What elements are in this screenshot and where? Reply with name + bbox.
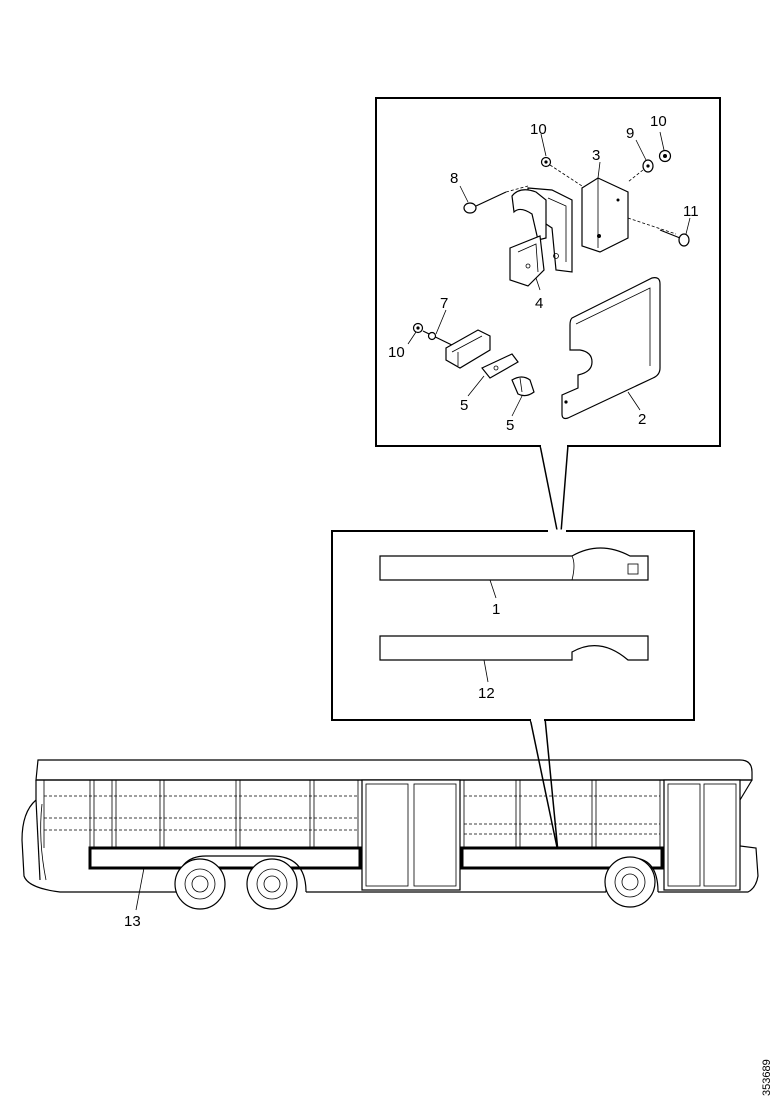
leader-lines-top bbox=[407, 131, 691, 417]
callout-3: 3 bbox=[592, 147, 600, 164]
part-screw-8 bbox=[463, 185, 529, 214]
callout-1: 1 bbox=[492, 601, 500, 618]
part-clip-7 bbox=[427, 329, 491, 369]
callout-pointer-lower bbox=[529, 717, 559, 853]
callout-4: 4 bbox=[535, 295, 543, 312]
bus-front-door bbox=[663, 779, 741, 891]
callout-9: 9 bbox=[626, 125, 634, 142]
callout-13: 13 bbox=[124, 913, 141, 930]
detail-frame-bracket: 10 3 9 10 8 11 4 7 10 5 5 2 bbox=[375, 97, 721, 448]
figure-reference: 353689 bbox=[761, 1059, 773, 1096]
part-skirt-strip-1 bbox=[379, 547, 649, 581]
callout-2: 2 bbox=[638, 411, 646, 428]
part-bracket-plate bbox=[581, 177, 629, 253]
part-washer-9 bbox=[642, 159, 654, 173]
detail-frame-strips: 1 12 bbox=[331, 529, 695, 722]
part-skirt-strip-12 bbox=[379, 635, 649, 661]
callout-7: 7 bbox=[440, 295, 448, 312]
part-nut-10-top bbox=[540, 156, 583, 187]
callout-10-lower: 10 bbox=[388, 344, 405, 361]
part-hinge bbox=[509, 187, 573, 287]
callout-12: 12 bbox=[478, 685, 495, 702]
part-bolt-11 bbox=[627, 217, 690, 247]
bus-middle-door bbox=[361, 779, 461, 891]
bus-side-view: 13 bbox=[21, 759, 759, 930]
callout-8: 8 bbox=[450, 170, 458, 187]
bus-skirt-strips bbox=[88, 846, 664, 870]
part-latch-5 bbox=[481, 353, 535, 397]
callout-5-left: 5 bbox=[460, 397, 468, 414]
callout-11: 11 bbox=[683, 203, 699, 220]
callout-5-right: 5 bbox=[506, 417, 514, 434]
callout-10-right: 10 bbox=[650, 113, 667, 130]
part-nut-10-right bbox=[627, 149, 672, 183]
part-cover-plate bbox=[561, 277, 661, 420]
callout-10-top: 10 bbox=[530, 121, 547, 138]
bus-windows bbox=[43, 780, 661, 848]
bus-wheels bbox=[174, 855, 659, 910]
